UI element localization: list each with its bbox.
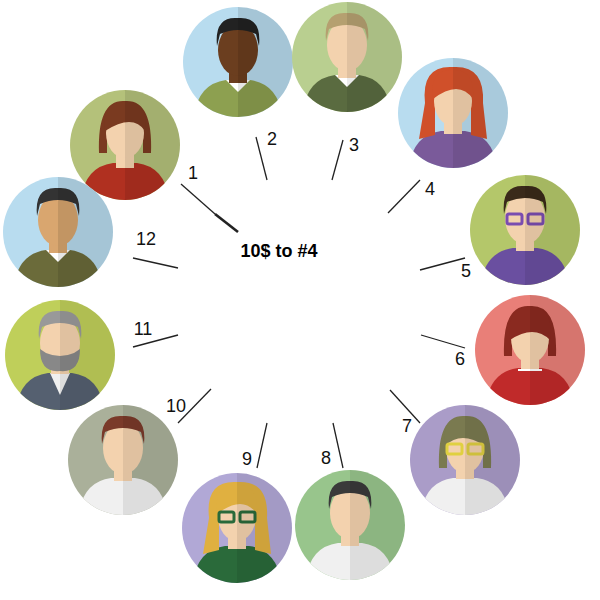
transfer-note: 10$ to #4 bbox=[240, 242, 317, 262]
leader-lines bbox=[133, 137, 465, 468]
callout-number: 5 bbox=[461, 262, 471, 282]
callout-number: 4 bbox=[425, 180, 435, 200]
avatar bbox=[3, 177, 113, 292]
avatar bbox=[398, 58, 508, 173]
avatar bbox=[5, 300, 115, 415]
callout-number: 3 bbox=[349, 136, 359, 156]
callout-number: 7 bbox=[402, 417, 412, 437]
avatar bbox=[470, 175, 580, 290]
avatar bbox=[183, 7, 293, 122]
callout-number: 6 bbox=[455, 350, 465, 370]
avatar bbox=[475, 295, 585, 410]
avatar bbox=[292, 2, 402, 117]
avatar bbox=[410, 405, 520, 520]
avatar bbox=[68, 405, 178, 520]
avatar bbox=[295, 470, 405, 585]
avatar bbox=[182, 473, 292, 588]
callout-number: 10 bbox=[166, 397, 186, 417]
callout-number: 8 bbox=[321, 449, 331, 469]
callout-number: 1 bbox=[188, 164, 198, 184]
callout-number: 9 bbox=[242, 450, 252, 470]
callout-number: 12 bbox=[136, 230, 156, 250]
callout-number: 2 bbox=[267, 130, 277, 150]
callout-number: 11 bbox=[134, 320, 153, 340]
